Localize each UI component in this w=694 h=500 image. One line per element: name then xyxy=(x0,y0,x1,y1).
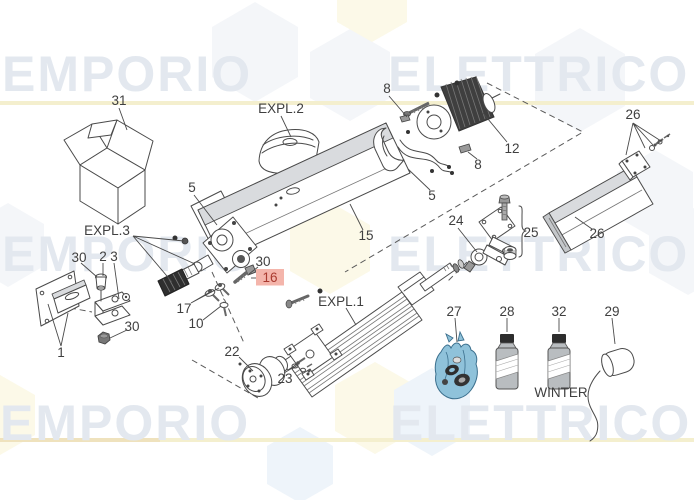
part-box-31 xyxy=(63,119,154,225)
part-label-15: 15 xyxy=(358,228,373,243)
hexagon-decoration xyxy=(335,362,415,454)
part-label-29: 29 xyxy=(604,304,619,319)
hexagon-decoration xyxy=(0,203,44,287)
part-label-24: 24 xyxy=(448,213,464,228)
part-label-17: 17 xyxy=(176,301,191,316)
highlight-box xyxy=(256,269,284,286)
part-label-27: 27 xyxy=(446,304,461,319)
part-label-8: 8 xyxy=(474,157,482,172)
part-label-30: 30 xyxy=(71,250,86,265)
part-label-EXPL.2: EXPL.2 xyxy=(258,101,304,116)
part-label-25: 25 xyxy=(523,225,538,240)
part-wall-bracket-1 xyxy=(35,270,91,327)
part-head-assembly-expl3 xyxy=(157,216,258,297)
part-bottle-28 xyxy=(495,334,519,390)
part-label-32: 32 xyxy=(551,304,566,319)
part-capacitor-29 xyxy=(587,348,635,442)
part-clevis-3 xyxy=(94,273,131,345)
highlighted-part-16[interactable]: 16 xyxy=(256,269,284,286)
part-label-26: 26 xyxy=(625,107,640,122)
hexagon-decoration xyxy=(310,29,390,121)
part-label-30: 30 xyxy=(255,254,270,269)
part-bag-27 xyxy=(434,330,478,400)
part-tube-26 xyxy=(542,166,654,254)
part-label-3: 3 xyxy=(110,249,118,264)
part-flange-5 xyxy=(373,127,454,175)
part-screws-23 xyxy=(291,357,313,373)
yellow-band-bottom xyxy=(0,438,694,442)
part-end-bracket-26 xyxy=(618,133,671,181)
leader-lines xyxy=(47,95,662,374)
hexagon-decoration xyxy=(337,0,407,42)
part-label-5: 5 xyxy=(428,188,436,203)
hexagon-decoration xyxy=(212,2,298,102)
hexagon-decoration xyxy=(535,28,625,132)
screw-8 xyxy=(408,101,430,115)
screw-10 xyxy=(219,302,229,308)
watermark-word: EMPORIO xyxy=(0,395,250,451)
motor-wires xyxy=(397,146,453,174)
hexagon-decoration xyxy=(290,202,370,294)
screw-dot xyxy=(454,80,460,86)
part-bracket-25 xyxy=(478,194,527,266)
watermark-word: ELETTRICO xyxy=(388,46,689,102)
part-label-16[interactable]: 16 xyxy=(262,270,277,285)
motor-wires xyxy=(399,139,450,168)
part-label-26: 26 xyxy=(589,226,604,241)
hexagon-decoration xyxy=(267,427,333,500)
screw-dot xyxy=(434,92,440,98)
part-label-12: 12 xyxy=(504,141,519,156)
worm-screw xyxy=(157,268,190,297)
part-label-WINTER: WINTER xyxy=(534,385,587,400)
part-label-8: 8 xyxy=(383,81,391,96)
part-bottle-32 xyxy=(547,334,571,390)
part-cylinder-expl1 xyxy=(281,259,465,398)
part-label-22: 22 xyxy=(224,344,239,359)
part-label-28: 28 xyxy=(499,304,514,319)
watermark-word: EMPORIO xyxy=(2,46,252,102)
watermark-word: ELETTRICO xyxy=(390,395,691,451)
nut-8 xyxy=(399,114,411,123)
part-label-31: 31 xyxy=(111,93,126,108)
part-label-1: 1 xyxy=(57,345,65,360)
yellow-band-top xyxy=(0,101,694,105)
hexagon-decoration xyxy=(0,375,35,455)
part-label-2: 2 xyxy=(99,249,107,264)
nut-8 xyxy=(458,143,472,154)
part-label-5: 5 xyxy=(188,180,196,195)
part-coupling-22 xyxy=(238,355,288,397)
tan-band-bottom-left xyxy=(0,438,160,442)
part-label-30: 30 xyxy=(124,319,139,334)
part-main-body-15 xyxy=(190,122,411,261)
brace-25 xyxy=(518,205,527,258)
diagram-layer: 31EXPL.28128265515242526EXPL.33023130301… xyxy=(35,75,671,442)
part-label-23: 23 xyxy=(277,371,292,386)
part-motor-12 xyxy=(399,75,501,154)
part-label-EXPL.1: EXPL.1 xyxy=(318,294,364,309)
part-label-EXPL.3: EXPL.3 xyxy=(84,223,130,238)
watermark-word: ELETTRICO xyxy=(388,226,689,282)
hexagon-decoration xyxy=(649,205,694,295)
part-label-10: 10 xyxy=(188,316,203,331)
